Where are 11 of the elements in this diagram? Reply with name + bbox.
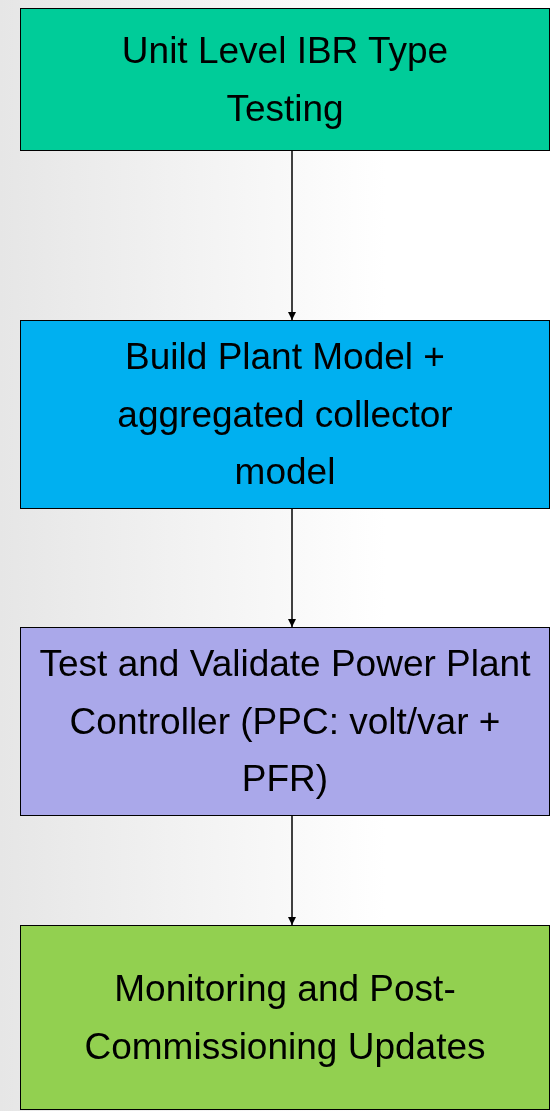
process-box <box>20 925 550 1110</box>
process-box <box>20 8 550 151</box>
box-label: Monitoring and Post-Commissioning Updates <box>83 967 487 1069</box>
box-label: Unit Level IBR Type Testing <box>120 29 450 131</box>
box-label: Build Plant Model + aggregated collector model <box>116 335 454 495</box>
process-box <box>20 627 550 816</box>
arrow <box>288 508 296 628</box>
arrow <box>288 150 296 321</box>
arrow <box>288 815 296 926</box>
process-box <box>20 320 550 509</box>
box-label: Test and Validate Power Plant Controller (PPC: volt/var + PFR) <box>38 642 532 802</box>
